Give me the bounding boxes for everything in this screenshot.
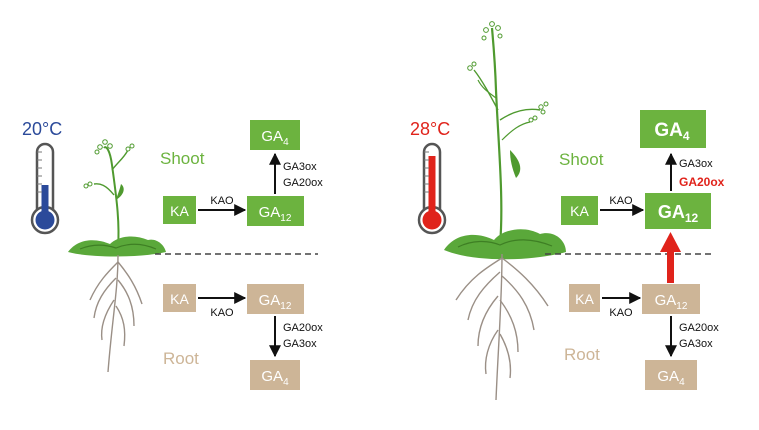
root-ka-text: KA	[170, 291, 189, 307]
thermometer-cold-icon	[30, 142, 60, 235]
root-ka-box	[569, 284, 600, 312]
shoot-ka-box	[163, 196, 196, 224]
panel-28c: 28°C	[410, 21, 725, 401]
small-plant-illustration	[68, 139, 166, 373]
shoot-ga4-box	[640, 110, 706, 148]
shoot-ka-text: KA	[570, 203, 589, 219]
root-ga12-text: GA12	[655, 292, 688, 312]
thermometer-hot-icon	[417, 142, 447, 235]
root-ka-box	[163, 284, 196, 312]
shoot-enzyme-1: GA3ox	[283, 161, 317, 173]
root-ga12-box	[247, 284, 304, 314]
panel-20c: 20°C	[22, 119, 323, 390]
root-label: Root	[564, 345, 600, 364]
shoot-kao-label: KAO	[210, 195, 234, 207]
root-enzyme-2: GA3ox	[679, 338, 713, 350]
root-ga12-text: GA12	[259, 292, 292, 312]
shoot-ga12-text: GA12	[259, 204, 292, 224]
root-kao-label: KAO	[210, 307, 234, 319]
root-ga4-box	[250, 360, 300, 390]
root-ga4-text: GA4	[657, 368, 685, 388]
shoot-enzyme-2-highlight: GA20ox	[679, 175, 725, 189]
root-ga12-box	[642, 284, 700, 314]
shoot-enzyme-1: GA3ox	[679, 158, 713, 170]
shoot-ga4-text: GA4	[261, 128, 289, 148]
shoot-ga4-text: GA4	[654, 120, 690, 143]
root-enzyme-1: GA20ox	[283, 322, 323, 334]
shoot-kao-label: KAO	[609, 195, 633, 207]
shoot-enzyme-2: GA20ox	[283, 177, 323, 189]
tall-plant-illustration	[444, 21, 566, 401]
temperature-label: 20°C	[22, 119, 62, 139]
root-ka-text: KA	[575, 291, 594, 307]
shoot-ga12-box	[645, 193, 711, 229]
root-ga4-box	[645, 360, 697, 390]
shoot-ga4-box	[250, 120, 300, 150]
root-kao-label: KAO	[609, 307, 633, 319]
root-enzyme-1: GA20ox	[679, 322, 719, 334]
shoot-ka-box	[561, 196, 598, 225]
shoot-ga12-box	[247, 196, 304, 226]
temperature-label: 28°C	[410, 119, 450, 139]
root-label: Root	[163, 349, 199, 368]
root-enzyme-2: GA3ox	[283, 338, 317, 350]
root-to-shoot-transport-arrow	[660, 232, 681, 283]
shoot-label: Shoot	[160, 149, 205, 168]
shoot-ka-text: KA	[170, 203, 189, 219]
root-ga4-text: GA4	[261, 368, 289, 388]
shoot-label: Shoot	[559, 150, 604, 169]
shoot-ga12-text: GA12	[658, 202, 699, 225]
